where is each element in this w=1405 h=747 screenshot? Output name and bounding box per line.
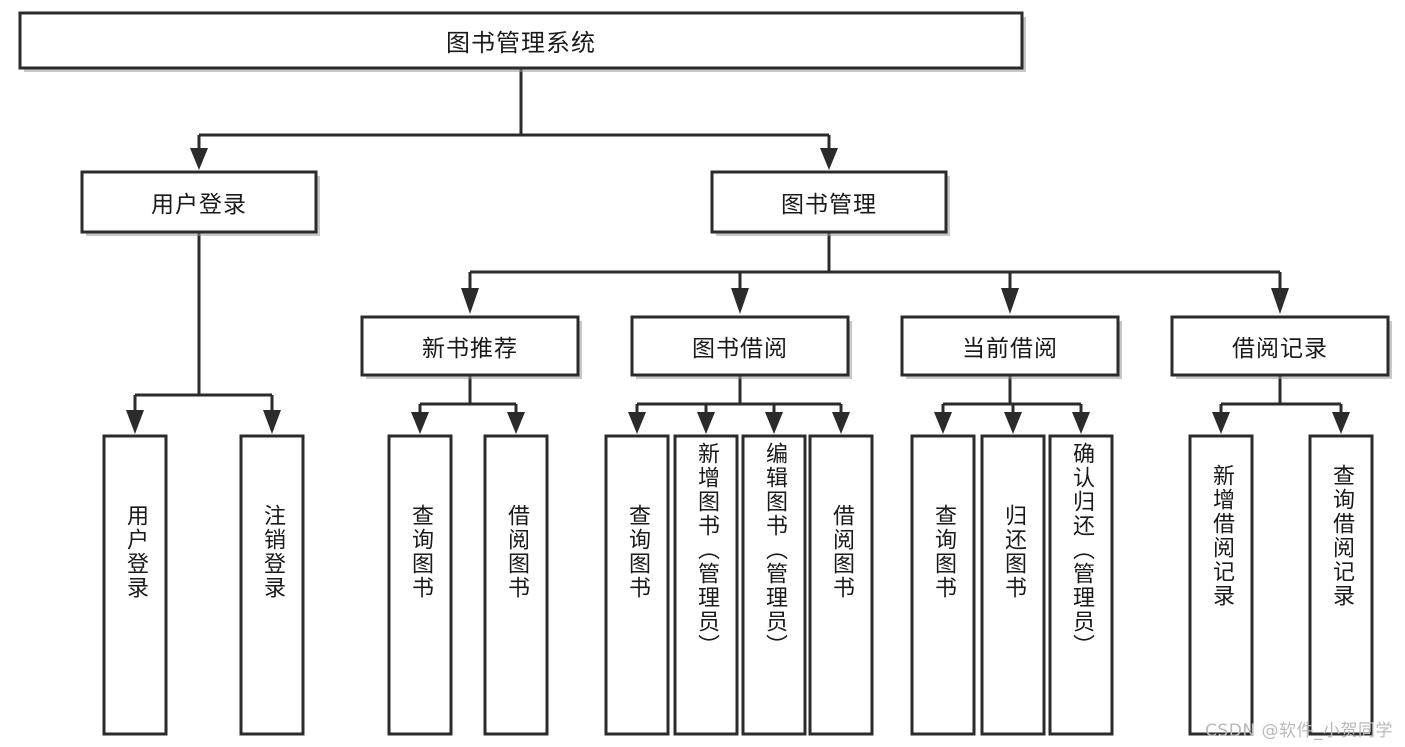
arrow-head-leaf-confirm-return <box>1072 412 1090 434</box>
node-box-leaf-add-borrow-record[interactable] <box>1188 434 1254 736</box>
node-box-leaf-confirm-return[interactable] <box>1048 434 1114 736</box>
node-box-leaf-edit-book[interactable] <box>741 434 807 736</box>
node-box-leaf-logout[interactable] <box>239 434 305 736</box>
arrow-head-leaf-add-record <box>1212 412 1230 434</box>
connector-group-current-borrow-to-leaves <box>934 375 1090 434</box>
node-box-leaf-add-book[interactable] <box>673 434 739 736</box>
connector-group-borrow-record-to-leaves <box>1212 375 1350 434</box>
node-box-book-borrow[interactable] <box>630 315 850 377</box>
node-box-new-book-recommend[interactable] <box>360 315 580 377</box>
arrow-head-leaf-logout <box>263 410 281 434</box>
arrow-head-leaf-add-book <box>697 412 715 434</box>
arrow-head-current-borrow <box>1001 288 1019 314</box>
arrow-head-leaf-edit-book <box>765 412 783 434</box>
arrow-head-leaf-query-book-3 <box>934 412 952 434</box>
node-box-borrow-record[interactable] <box>1170 315 1390 377</box>
node-box-leaf-query-borrow-record[interactable] <box>1308 434 1374 736</box>
arrow-head-book-mgmt <box>820 148 838 170</box>
arrow-head-leaf-return-book <box>1004 412 1022 434</box>
arrow-head-leaf-user-login <box>126 410 144 434</box>
arrow-head-leaf-borrow-book-1 <box>507 412 525 434</box>
arrow-head-leaf-query-record <box>1332 412 1350 434</box>
node-box-leaf-return-book[interactable] <box>980 434 1046 736</box>
arrow-head-leaf-borrow-book-2 <box>832 412 850 434</box>
node-box-book-management[interactable] <box>710 170 948 234</box>
arrow-head-leaf-query-book-1 <box>411 412 429 434</box>
node-box-root[interactable] <box>18 11 1024 70</box>
arrow-head-user-login <box>190 148 208 170</box>
connector-group-book-borrow-to-leaves <box>628 375 850 434</box>
arrow-head-leaf-query-book-2 <box>628 412 646 434</box>
node-box-leaf-query-book-2[interactable] <box>604 434 670 736</box>
node-box-current-borrow[interactable] <box>900 315 1120 377</box>
arrow-head-new-book-rec <box>461 288 479 314</box>
arrow-head-book-borrow <box>731 288 749 314</box>
node-box-leaf-borrow-book-1[interactable] <box>483 434 549 736</box>
connector-group-book-mgmt-to-level3 <box>461 232 1289 314</box>
arrow-head-borrow-record <box>1271 288 1289 314</box>
connector-group-new-book-rec-to-leaves <box>411 375 525 434</box>
node-box-user-login[interactable] <box>80 170 318 234</box>
csdn-watermark: CSDN @软件_小贺同学 <box>1205 721 1393 741</box>
connector-group-root-to-level2 <box>190 68 838 170</box>
connector-group-user-login-to-leaves <box>126 232 281 434</box>
node-box-leaf-query-book-3[interactable] <box>910 434 976 736</box>
node-box-leaf-user-login[interactable] <box>102 434 168 736</box>
node-box-leaf-query-book-1[interactable] <box>387 434 453 736</box>
node-box-leaf-borrow-book-2[interactable] <box>808 434 874 736</box>
